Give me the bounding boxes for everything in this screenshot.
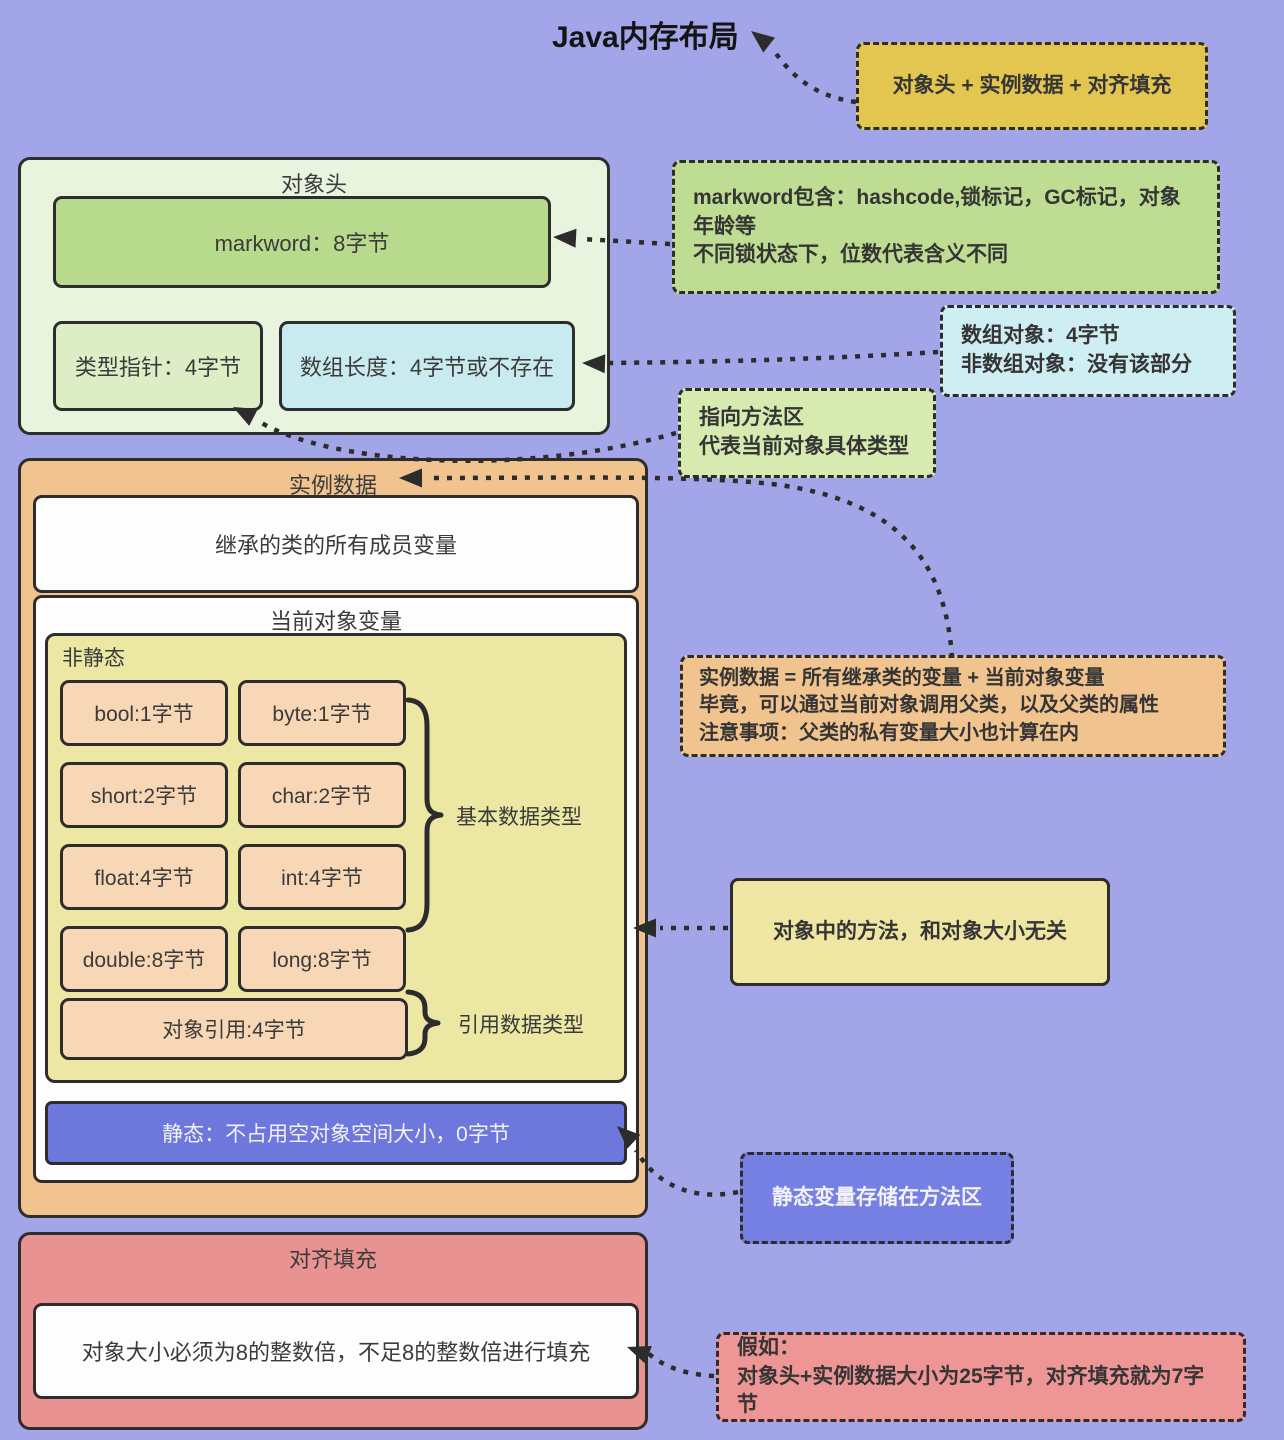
reference-brace-label: 引用数据类型 xyxy=(458,1014,584,1037)
note-instance-line3: 注意事项：父类的私有变量大小也计算在内 xyxy=(699,721,1079,744)
note-object-methods: 对象中的方法，和对象大小无关 xyxy=(730,878,1110,986)
type-box-int: int:4字节 xyxy=(238,844,406,910)
note-method-area-line2: 代表当前对象具体类型 xyxy=(699,435,909,458)
note-method-area-line1: 指向方法区 xyxy=(699,406,804,430)
note-markword: markword包含：hashcode,锁标记，GC标记，对象年龄等 不同锁状态… xyxy=(672,160,1220,294)
type-box-double: double:8字节 xyxy=(60,926,228,992)
instance-data-title: 实例数据 xyxy=(288,473,377,498)
alignment-padding-panel: 对齐填充 对象大小必须为8的整数倍，不足8的整数倍进行填充 xyxy=(18,1232,648,1430)
arrow-padding-note xyxy=(646,1351,715,1379)
note-formula: 对象头 + 实例数据 + 对齐填充 xyxy=(856,42,1208,130)
note-padding-line1: 假如： xyxy=(737,1335,800,1359)
nonstatic-box: 非静态 bool:1字节 byte:1字节 short:2字节 char:2字节… xyxy=(45,633,627,1083)
markword-box: markword：8字节 xyxy=(53,196,551,288)
type-box-byte: byte:1字节 xyxy=(238,680,406,746)
current-object-vars-title: 当前对象变量 xyxy=(269,609,402,634)
note-array-line1: 数组对象：4字节 xyxy=(961,324,1120,348)
note-static-storage: 静态变量存储在方法区 xyxy=(740,1152,1014,1244)
primitive-brace-label: 基本数据类型 xyxy=(456,806,582,829)
note-array-object: 数组对象：4字节 非数组对象：没有该部分 xyxy=(940,305,1236,397)
type-box-bool: bool:1字节 xyxy=(60,680,228,746)
arrow-formula-to-title xyxy=(770,46,857,105)
alignment-padding-title: 对齐填充 xyxy=(288,1247,377,1272)
type-box-float: float:4字节 xyxy=(60,844,228,910)
note-padding-line2: 对象头+实例数据大小为25字节，对齐填充就为7字节 xyxy=(737,1364,1205,1417)
array-length-box: 数组长度：4字节或不存在 xyxy=(279,321,575,411)
arrow-static-note xyxy=(634,1148,739,1197)
type-pointer-box: 类型指针：4字节 xyxy=(53,321,263,411)
note-instance-line2: 毕竟，可以通过当前对象调用父类，以及父类的属性 xyxy=(699,694,1159,717)
note-method-area: 指向方法区 代表当前对象具体类型 xyxy=(678,388,936,478)
note-markword-line1: markword包含：hashcode,锁标记，GC标记，对象年龄等 xyxy=(693,185,1181,238)
primitive-type-grid: bool:1字节 byte:1字节 short:2字节 char:2字节 flo… xyxy=(60,680,406,992)
type-box-char: char:2字节 xyxy=(238,762,406,828)
object-header-title: 对象头 xyxy=(280,172,347,197)
static-row-box: 静态：不占用空对象空间大小，0字节 xyxy=(45,1101,627,1165)
arrowhead-formula-icon xyxy=(751,31,775,53)
note-array-line2: 非数组对象：没有该部分 xyxy=(961,353,1192,376)
note-instance-data: 实例数据 = 所有继承类的变量 + 当前对象变量 毕竟，可以通过当前对象调用父类… xyxy=(680,655,1226,757)
nonstatic-label: 非静态 xyxy=(62,647,125,670)
object-header-panel: 对象头 markword：8字节 类型指针：4字节 数组长度：4字节或不存在 xyxy=(18,157,610,435)
instance-data-panel: 实例数据 继承的类的所有成员变量 当前对象变量 非静态 bool:1字节 byt… xyxy=(18,458,648,1218)
object-reference-box: 对象引用:4字节 xyxy=(60,998,408,1060)
type-box-short: short:2字节 xyxy=(60,762,228,828)
note-markword-line2: 不同锁状态下，位数代表含义不同 xyxy=(693,243,1008,267)
type-box-long: long:8字节 xyxy=(238,926,406,992)
inherited-members-box: 继承的类的所有成员变量 xyxy=(33,495,639,593)
arrow-array-note xyxy=(607,349,939,366)
note-instance-line1: 实例数据 = 所有继承类的变量 + 当前对象变量 xyxy=(699,666,1105,689)
padding-rule-box: 对象大小必须为8的整数倍，不足8的整数倍进行填充 xyxy=(33,1303,639,1399)
note-padding-example: 假如： 对象头+实例数据大小为25字节，对齐填充就为7字节 xyxy=(716,1332,1246,1422)
page-title: Java内存布局 xyxy=(552,21,739,54)
